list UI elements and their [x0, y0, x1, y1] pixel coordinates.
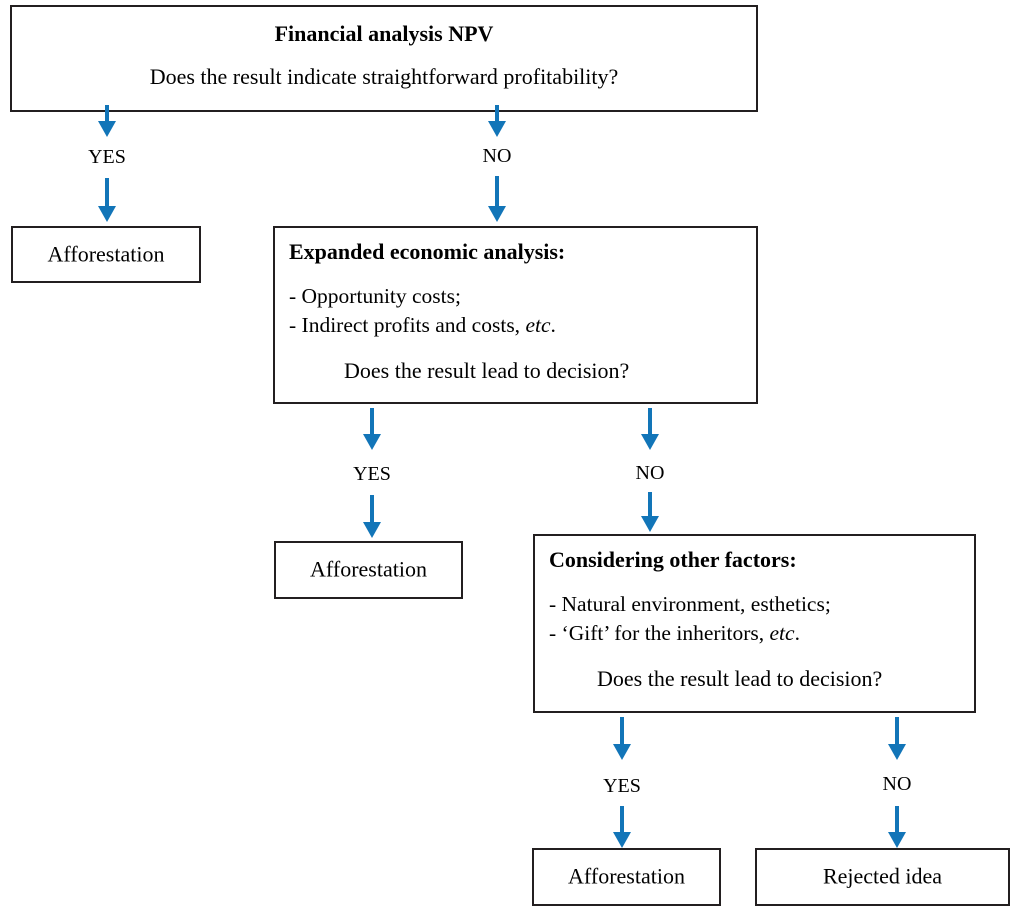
node-afforestation-2-label: Afforestation — [310, 556, 427, 582]
node-considering-factors-bullet-2: - ‘Gift’ for the inheritors, etc. — [549, 621, 974, 646]
arrow-expanded-to-no-label — [641, 408, 659, 450]
arrow-considering-to-no-label — [888, 717, 906, 760]
bullet-2-prefix: - ‘Gift’ for the inheritors, — [549, 620, 770, 645]
node-financial-analysis-question: Does the result indicate straightforward… — [149, 64, 619, 90]
edge-label-level2-no: NO — [635, 462, 665, 484]
arrow-yes-to-afforestation-3 — [613, 806, 631, 848]
edge-label-level2-yes: YES — [353, 463, 391, 485]
node-rejected-idea: Rejected idea — [755, 848, 1010, 906]
arrow-yes-to-afforestation-2 — [363, 495, 381, 538]
node-financial-analysis: Financial analysis NPV Does the result i… — [10, 5, 758, 112]
arrow-financial-to-no-label — [488, 105, 506, 137]
node-expanded-economic-title: Expanded economic analysis: — [289, 239, 566, 264]
node-considering-other-factors: Considering other factors: - Natural env… — [533, 534, 976, 713]
arrow-considering-to-yes-label — [613, 717, 631, 760]
node-considering-factors-bullet-1: - Natural environment, esthetics; — [549, 592, 831, 617]
edge-label-level3-no: NO — [882, 773, 912, 795]
node-financial-analysis-title: Financial analysis NPV — [274, 21, 494, 46]
bullet-2-suffix: . — [550, 312, 556, 337]
node-expanded-economic-bullet-2: - Indirect profits and costs, etc. — [289, 313, 756, 338]
bullet-2-prefix: - Indirect profits and costs, — [289, 312, 526, 337]
bullet-2-italic: etc — [525, 312, 551, 337]
node-considering-factors-question: Does the result lead to decision? — [597, 665, 883, 691]
edge-label-level1-no: NO — [482, 145, 512, 167]
node-rejected-idea-label: Rejected idea — [822, 863, 943, 889]
node-considering-factors-title: Considering other factors: — [549, 547, 797, 572]
node-afforestation-3-label: Afforestation — [568, 863, 685, 889]
arrow-no-to-expanded-economic — [488, 176, 506, 222]
node-expanded-economic-bullet-1: - Opportunity costs; — [289, 284, 461, 309]
bullet-2-suffix: . — [794, 620, 800, 645]
node-expanded-economic-question: Does the result lead to decision? — [344, 357, 630, 383]
bullet-2-italic: etc — [769, 620, 795, 645]
arrow-yes-to-afforestation-1 — [98, 178, 116, 222]
node-expanded-economic-analysis: Expanded economic analysis: - Opportunit… — [273, 226, 758, 404]
arrow-financial-to-yes-label — [98, 105, 116, 137]
node-afforestation-2: Afforestation — [274, 541, 463, 599]
edge-label-level1-yes: YES — [88, 146, 126, 168]
arrow-no-to-rejected-idea — [888, 806, 906, 848]
node-afforestation-1-label: Afforestation — [47, 241, 165, 267]
node-afforestation-3: Afforestation — [532, 848, 721, 906]
arrow-no-to-considering-factors — [641, 492, 659, 532]
node-afforestation-1: Afforestation — [11, 226, 201, 283]
arrow-expanded-to-yes-label — [363, 408, 381, 450]
edge-label-level3-yes: YES — [603, 775, 641, 797]
